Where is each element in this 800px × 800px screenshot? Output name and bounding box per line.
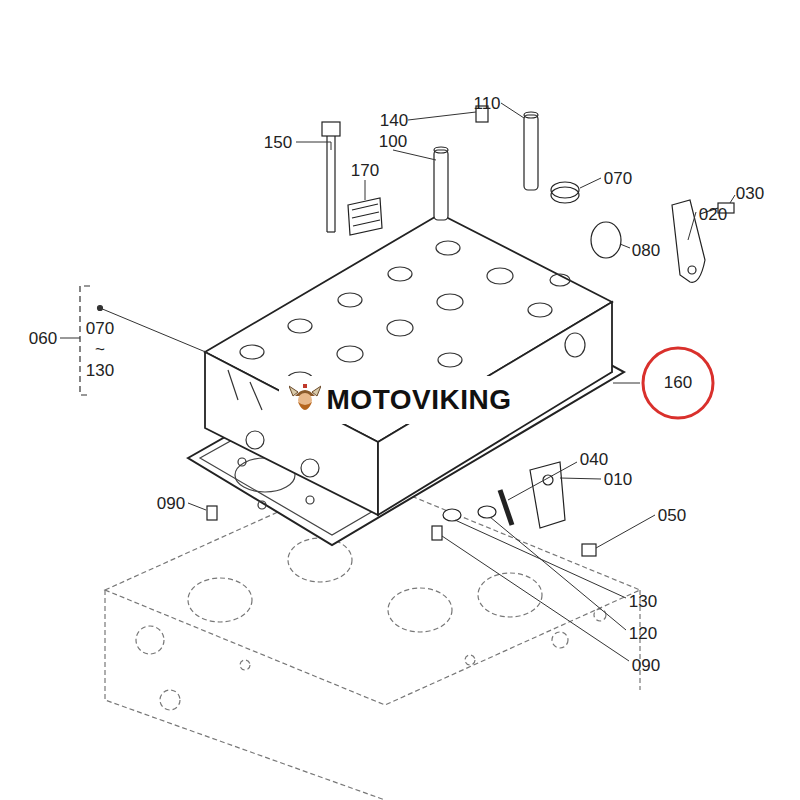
callout-number: 070 [86, 320, 114, 337]
callout-number: 130 [86, 362, 114, 379]
callout-number: 060 [29, 330, 57, 347]
highlight-circle: 160 [641, 346, 715, 420]
callout-number: 020 [699, 206, 727, 223]
callout-number: 130 [629, 593, 657, 610]
callout-number: ~ [95, 341, 105, 358]
callout-number: 090 [632, 657, 660, 674]
callout-number: 150 [264, 134, 292, 151]
callout-number: 080 [632, 242, 660, 259]
callout-number: 070 [604, 170, 632, 187]
callout-number: 110 [473, 95, 500, 112]
callout-number: 010 [604, 471, 632, 488]
callout-number: 030 [736, 185, 764, 202]
callout-number: 170 [351, 162, 379, 179]
callout-number: 090 [157, 495, 185, 512]
watermark-text: MOTOVIKING [327, 384, 512, 416]
callout-number: 100 [379, 133, 407, 150]
watermark-band: MOTOVIKING [279, 376, 522, 424]
callout-number: 120 [629, 625, 657, 642]
logo-icon [289, 382, 321, 418]
callout-number: 050 [658, 507, 686, 524]
callout-number: 160 [664, 373, 692, 393]
callout-number: 140 [380, 112, 408, 129]
callout-number: 040 [580, 451, 608, 468]
